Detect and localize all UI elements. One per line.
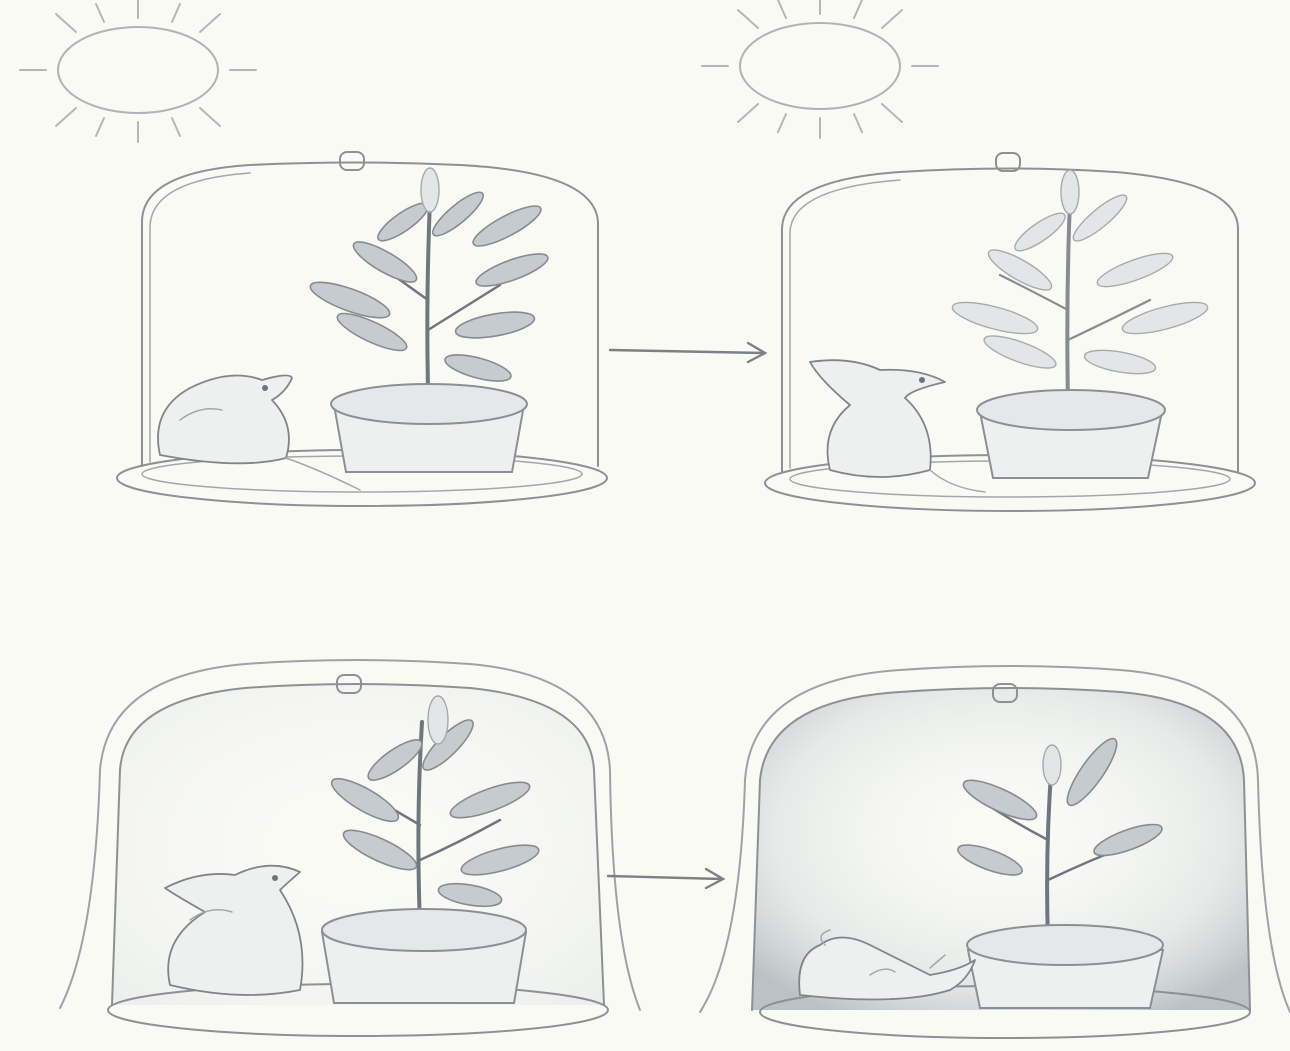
panel-top-right — [765, 153, 1255, 511]
panel-bottom-right — [700, 666, 1290, 1038]
mouse-icon — [158, 375, 360, 490]
sun-icon — [702, 0, 938, 138]
sun-icon — [20, 0, 256, 142]
mouse-icon — [810, 360, 985, 492]
panel-top-left — [117, 152, 607, 506]
right-arrow-icon — [608, 869, 723, 888]
potted-plant-icon — [950, 170, 1211, 478]
right-arrow-icon — [610, 343, 765, 362]
mouse-icon — [165, 866, 303, 995]
panel-bottom-left — [60, 660, 640, 1036]
potted-plant-icon — [307, 168, 551, 472]
